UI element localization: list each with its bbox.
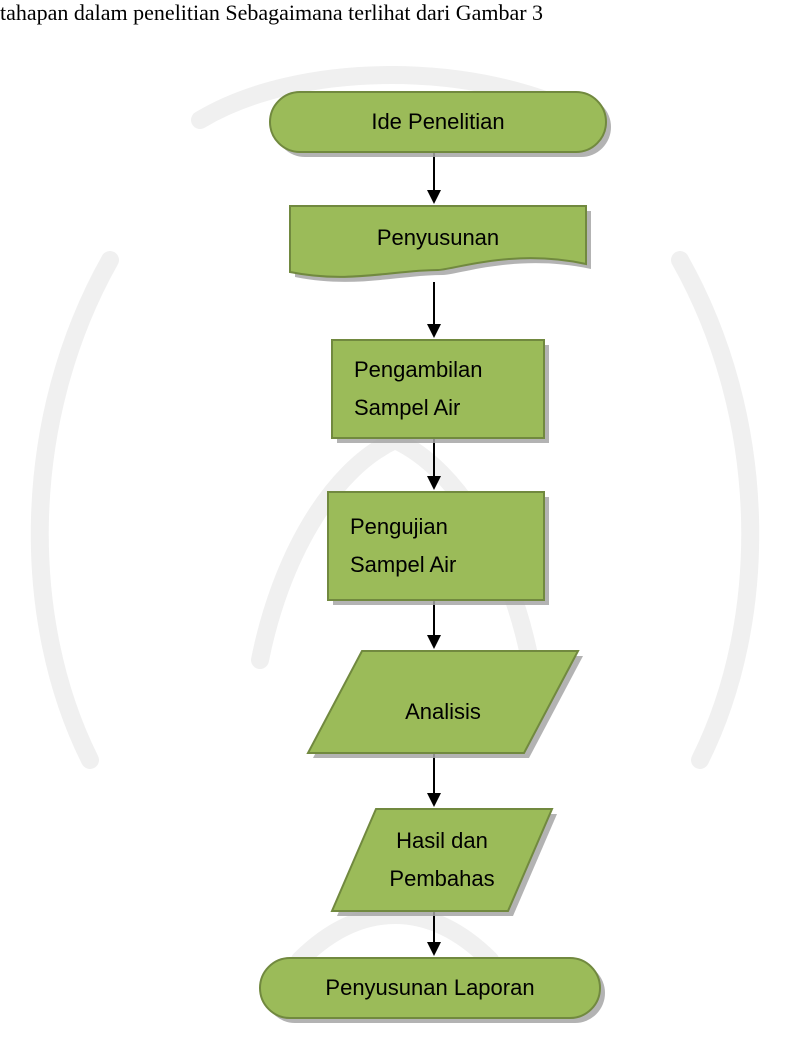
node-label: Pembahas xyxy=(389,866,494,891)
flow-node-penyusunan-laporan: Penyusunan Laporan xyxy=(259,957,605,1023)
node-label: Sampel Air xyxy=(350,552,456,577)
node-shape-process xyxy=(327,491,545,601)
connector-arrow-hasil-dan-pembahas-to-penyusunan-laporan xyxy=(427,911,441,956)
node-label: Sampel Air xyxy=(354,395,460,420)
intro-paragraph-text: tahapan dalam penelitian Sebagaimana ter… xyxy=(0,0,544,25)
node-shape-process xyxy=(331,339,545,439)
node-label: Analisis xyxy=(405,699,481,724)
flow-node-ide-penelitian: Ide Penelitian xyxy=(269,91,611,157)
flow-node-penyusunan: Penyusunan xyxy=(289,205,591,282)
node-shape-document xyxy=(289,205,587,278)
node-label: Hasil dan xyxy=(396,828,488,853)
node-shape-data xyxy=(330,808,554,912)
node-label: Penyusunan Laporan xyxy=(325,975,534,1000)
node-shape-data xyxy=(306,650,580,754)
connector-arrow-pengujian-sampel-air-to-analisis xyxy=(427,600,441,649)
connector-arrow-pengambilan-sampel-air-to-pengujian-sampel-air xyxy=(427,438,441,490)
node-label: Pengujian xyxy=(350,514,448,539)
node-label: Penyusunan xyxy=(377,225,499,250)
connector-arrow-analisis-to-hasil-dan-pembahas xyxy=(427,753,441,807)
node-label: Pengambilan xyxy=(354,357,482,382)
node-shape-terminator xyxy=(259,957,601,1019)
flow-node-analisis: Analisis xyxy=(306,650,583,758)
node-label: Ide Penelitian xyxy=(371,109,504,134)
connector-arrow-ide-penelitian-to-penyusunan xyxy=(427,152,441,204)
node-shape-terminator xyxy=(269,91,607,153)
connector-arrow-penyusunan-to-pengambilan-sampel-air xyxy=(427,282,441,338)
